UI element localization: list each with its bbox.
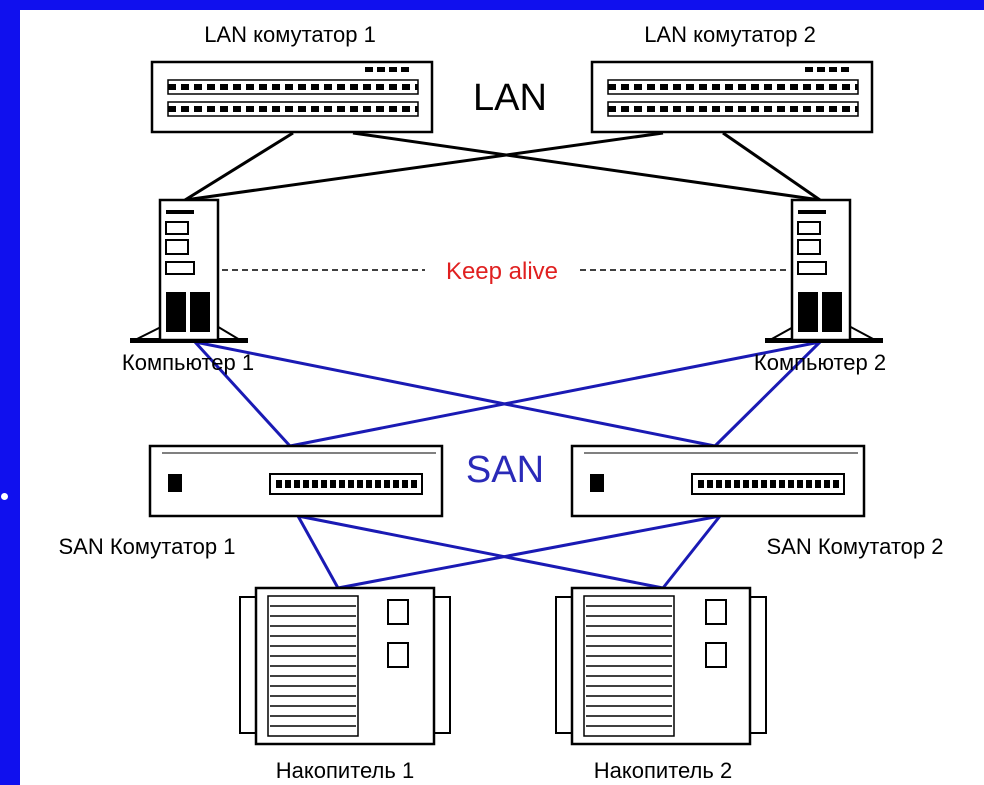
computer-2-label: Компьютер 2 bbox=[754, 350, 886, 375]
san-link-sw1-st1 bbox=[296, 515, 340, 589]
lan-switch-2-icon bbox=[590, 60, 874, 134]
storage-2-icon bbox=[555, 586, 767, 746]
san-label: SAN bbox=[466, 449, 544, 491]
san-link-sw2-st2 bbox=[661, 515, 722, 589]
storage-1-label: Накопитель 1 bbox=[276, 758, 414, 783]
diagram-canvas: LAN комутатор 1 LAN комутатор 2 LAN Keep… bbox=[20, 10, 984, 785]
lan-link-sw1-pc2 bbox=[352, 131, 821, 202]
storage-1-icon bbox=[239, 586, 451, 746]
san-link-pc2-sw2 bbox=[713, 340, 822, 448]
san-switch-2-label: SAN Комутатор 2 bbox=[767, 534, 944, 559]
lan-link-sw2-pc2 bbox=[722, 131, 821, 202]
lan-links bbox=[184, 131, 821, 202]
keep-alive-label: Keep alive bbox=[446, 258, 558, 285]
lan-switch-1-icon bbox=[150, 60, 434, 134]
san-links bbox=[193, 340, 822, 590]
lan-switch-1-label: LAN комутатор 1 bbox=[204, 22, 376, 47]
san-link-sw1-st2 bbox=[297, 514, 664, 590]
computer-1-icon bbox=[130, 198, 248, 343]
slide-bullet bbox=[1, 493, 8, 500]
lan-switch-2-label: LAN комутатор 2 bbox=[644, 22, 816, 47]
cluster-diagram: LAN комутатор 1 LAN комутатор 2 LAN Keep… bbox=[59, 22, 944, 783]
computer-2-icon bbox=[765, 198, 883, 343]
san-switch-1-label: SAN Комутатор 1 bbox=[59, 534, 236, 559]
san-switch-2-icon bbox=[570, 444, 866, 518]
lan-link-sw2-pc1 bbox=[184, 131, 664, 202]
san-link-sw2-st1 bbox=[337, 514, 721, 590]
san-link-pc1-sw1 bbox=[193, 340, 292, 448]
san-link-pc2-sw1 bbox=[289, 340, 821, 448]
san-link-pc1-sw2 bbox=[194, 340, 716, 448]
lan-link-sw1-pc1 bbox=[184, 131, 294, 202]
computer-1-label: Компьютер 1 bbox=[122, 350, 254, 375]
san-switch-1-icon bbox=[148, 444, 444, 518]
lan-label: LAN bbox=[473, 77, 547, 119]
storage-2-label: Накопитель 2 bbox=[594, 758, 732, 783]
